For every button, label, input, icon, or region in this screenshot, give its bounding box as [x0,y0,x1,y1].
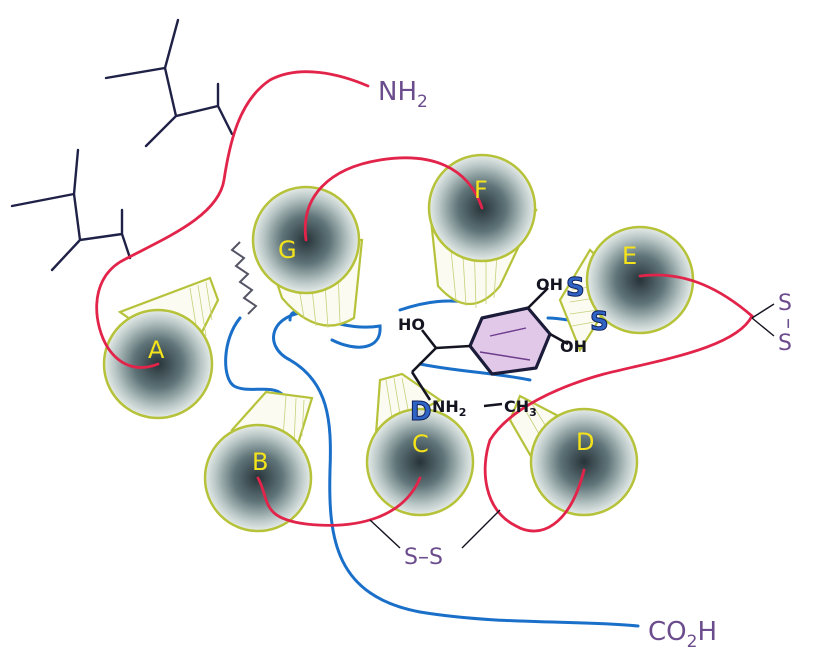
loop-B-C [256,476,422,527]
glycan-chains [10,18,234,272]
ligand-nh2: NH2 [432,397,466,419]
ligand-epinephrine [410,287,569,408]
helix-label-C: C [412,430,429,458]
loop-E-D [483,273,754,533]
helix-caps [102,153,695,533]
loop-AB [224,316,284,396]
helix-label-A: A [148,336,165,364]
ligand-oh-bottom: OH [560,337,587,356]
ligand-bond-oh-bottom [549,332,569,346]
helix-label-G: G [278,236,297,264]
disulfide-lines [369,303,775,549]
helix-label-E: E [622,242,637,270]
disulfide-label-lower: S–S [404,545,443,570]
ligand-bond-chain [435,344,471,350]
ligand-bond-methyl [483,402,503,408]
loop-C-D [418,362,532,382]
helix-cap-D [529,407,639,517]
red-loops [95,70,754,533]
ligand-bond-ho [420,329,438,349]
disulfide-label-right-bottom: S [778,331,792,356]
ligand-bond-amine [410,371,432,401]
ligand-benzene-ring [468,306,552,376]
ligand-bond-down [411,347,437,373]
palmitoyl-zigzag [230,241,258,315]
glycan-chain-upper [104,18,234,148]
helix-label-F: F [474,176,488,204]
helix-labels: A B C D E F G [148,176,637,476]
n-terminus-label: NH2 [378,77,428,112]
n-term-chain [95,70,370,369]
binding-residue-S1: S [566,273,585,303]
helix-label-B: B [252,448,268,476]
helix-cap-C [365,407,475,517]
ligand-bond-oh-top [527,287,549,309]
ligand-oh-top: OH [536,275,563,294]
c-terminus-label: CO2H [648,617,717,652]
binding-residue-S2: S [590,307,609,337]
glycan-chain-lower [10,148,132,272]
loop-G-F [303,156,484,242]
helix-label-D: D [576,428,594,456]
loop-C-cterm [272,310,640,628]
binding-residue-D: D [410,397,432,427]
disulfide-label-right-dash: – [776,318,801,329]
ligand-ch3: CH3 [504,397,537,419]
ligand-ho: HO [398,315,425,334]
disulfide-label-right-top: S [778,291,792,316]
